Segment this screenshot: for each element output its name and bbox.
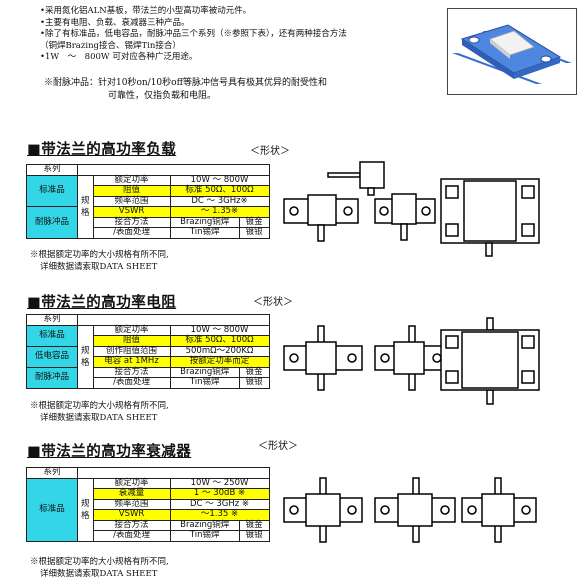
- shape-label: ＜形状＞: [253, 297, 293, 308]
- attenuator-shape-2: [374, 477, 456, 543]
- series-cell: 标准品: [26, 174, 78, 207]
- plating-cell: 镀银: [238, 530, 270, 542]
- attenuator-shape-1: [283, 477, 363, 543]
- plating-cell: 镀银: [238, 227, 270, 239]
- load-shape-top: [327, 161, 385, 196]
- value-cell: ～ 1.35※: [169, 206, 270, 218]
- product-photo: [447, 8, 577, 95]
- value-cell: Tin锡焊: [169, 530, 240, 542]
- value-cell: DC ～ 3GHz※: [169, 195, 270, 207]
- intro-line: •除了有标准品，低电容品，耐脉冲品三个系列（※参照下表），还有两种接合方法: [40, 29, 347, 39]
- intro-line: （铜焊Brazing接合、锡焊Tin接合）: [40, 40, 181, 51]
- value-cell: 标准 50Ω、100Ω: [169, 185, 270, 197]
- section-title-attenuator: ■带法兰的高功率衰减器: [27, 443, 192, 460]
- load-shape-2: [374, 193, 436, 241]
- pulse-note: ※耐脉冲品：针对10秒on/10秒off等脉冲信号具有极其优异的耐受性和 可靠性…: [44, 77, 327, 103]
- section-title-resistor: ■带法兰的高功率电阻: [27, 294, 177, 311]
- load-shape-1: [283, 194, 359, 242]
- intro-line: •采用氮化铝ALN基板，带法兰的小型高功率被动元件。: [40, 6, 252, 16]
- value-cell: 10W ～ 800W: [169, 174, 270, 186]
- spec-table-resistor: 系列 标准品 规格 额定功率 10W ～ 800W 阻值标准 50Ω、100Ω …: [26, 314, 270, 389]
- intro-line: •主要有电阻、负载、衰减器三种产品。: [40, 17, 190, 28]
- series-cell: 耐脉冲品: [26, 206, 78, 239]
- intro-line: •1W ～ 800W 可对应各种广泛用途。: [40, 52, 198, 62]
- series-cell: 耐脉冲品: [26, 366, 78, 389]
- note-line: 详细数据请索取DATA SHEET: [40, 569, 158, 579]
- resistor-shape-3: [440, 317, 540, 405]
- note-line: 详细数据请索取DATA SHEET: [40, 413, 158, 423]
- series-cell: 标准品: [26, 477, 78, 542]
- note-line: ※根据额定功率的大小规格有所不同,: [30, 250, 169, 260]
- section-title-load: ■带法兰的高功率负载: [27, 141, 177, 158]
- note-line: ※根据额定功率的大小规格有所不同,: [30, 401, 169, 411]
- attenuator-shape-3: [461, 477, 537, 543]
- load-shape-3: [440, 178, 540, 257]
- component-illustration: [452, 24, 572, 84]
- shape-label: ＜形状＞: [250, 146, 290, 157]
- intro-text: •采用氮化铝ALN基板，带法兰的小型高功率被动元件。 •主要有电阻、负载、衰减器…: [40, 6, 347, 64]
- pulse-line: ※耐脉冲品：针对10秒on/10秒off等脉冲信号具有极其优异的耐受性和: [44, 78, 327, 88]
- note-line: ※根据额定功率的大小规格有所不同,: [30, 557, 169, 567]
- value-cell: Tin锡焊: [169, 227, 240, 239]
- pulse-line: 可靠性，仅指负载和电阻。: [108, 91, 217, 101]
- plating-cell: 镀金: [238, 216, 270, 228]
- value-cell: Brazing铜焊: [169, 216, 240, 228]
- plating-cell: 镀银: [238, 377, 270, 389]
- value-cell: Tin锡焊: [169, 377, 240, 389]
- resistor-shape-1: [283, 325, 363, 391]
- shape-label: ＜形状＞: [258, 441, 298, 452]
- note-line: 详细数据请索取DATA SHEET: [40, 262, 158, 272]
- spec-table-load: 系列 标准品 规格 额定功率 10W ～ 800W 阻值标准 50Ω、100Ω …: [26, 164, 270, 239]
- resistor-shape-2: [374, 325, 448, 391]
